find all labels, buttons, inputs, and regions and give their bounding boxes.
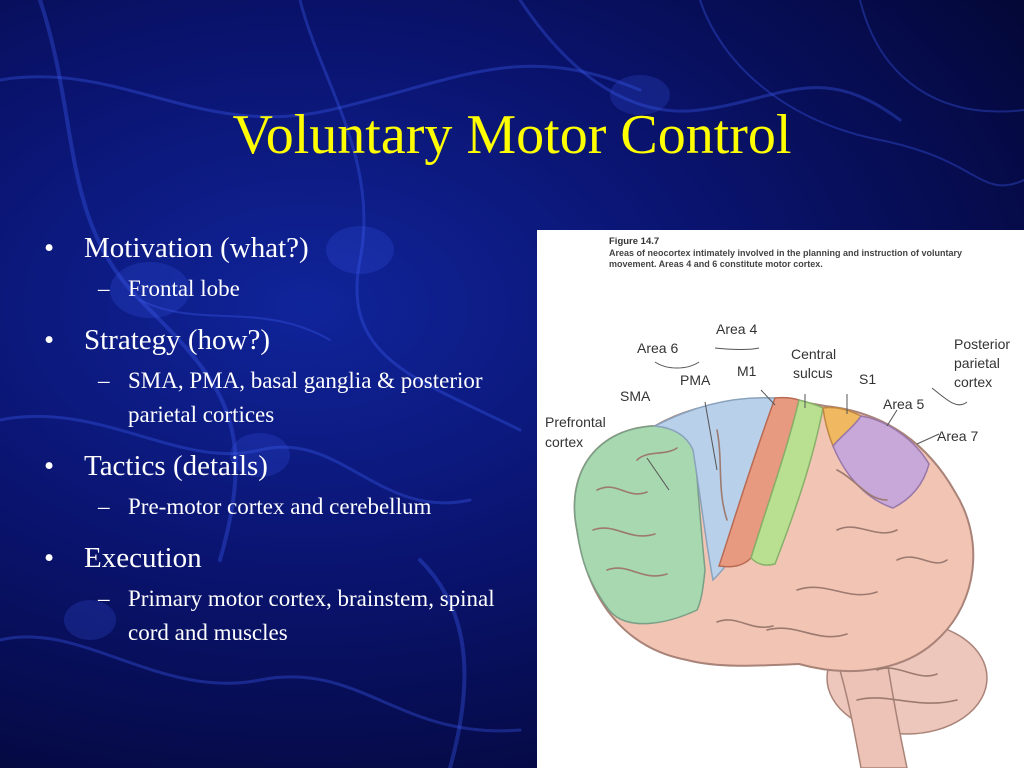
brain-figure: Figure 14.7 Areas of neocortex intimatel… — [537, 230, 1024, 768]
s1-region — [750, 399, 824, 566]
area7-region — [832, 415, 930, 509]
label-area4: Area 4 — [716, 321, 758, 337]
label-area5: Area 5 — [883, 396, 925, 412]
leader-lines — [646, 347, 968, 491]
bullet-item: •Strategy (how?) — [44, 324, 271, 356]
label-central: Central — [791, 346, 837, 362]
label-sma: SMA — [620, 388, 651, 404]
sub-bullet-item: –Pre-motor cortex and cerebellum — [98, 494, 432, 519]
label-area7: Area 7 — [937, 428, 979, 444]
label-m1: M1 — [737, 363, 757, 379]
brainstem — [835, 659, 908, 768]
label-area6: Area 6 — [637, 340, 679, 356]
figure-number: Figure 14.7 — [609, 236, 660, 247]
sub-bullet-item: –Frontal lobe — [98, 276, 240, 301]
label-prefrontal: Prefrontal — [545, 414, 606, 430]
brain-illustration — [573, 347, 988, 768]
bullet-item: •Tactics (details) — [44, 450, 268, 482]
label-parietal: parietal — [954, 355, 1000, 371]
label-pma: PMA — [680, 372, 711, 388]
slide-title: Voluntary Motor Control — [232, 104, 792, 166]
sub-bullet-item: –Primary motor cortex, brainstem, spinal… — [98, 586, 495, 645]
sub-bullet-item: –SMA, PMA, basal ganglia & posterior par… — [98, 368, 483, 427]
bullet-item: •Execution — [44, 542, 202, 574]
label-prefrontal-cortex: cortex — [545, 434, 584, 450]
prefrontal-region — [573, 422, 706, 625]
label-s1: S1 — [859, 371, 877, 387]
label-posterior: Posterior — [954, 336, 1011, 352]
bullet-list: •Motivation (what?) –Frontal lobe •Strat… — [44, 228, 524, 664]
label-sulcus: sulcus — [793, 365, 833, 381]
bullet-item: •Motivation (what?) — [44, 232, 309, 264]
gyri — [592, 429, 958, 704]
label-cortex-posterior: cortex — [954, 374, 993, 390]
figure-caption: Areas of neocortex intimately involved i… — [609, 248, 963, 269]
